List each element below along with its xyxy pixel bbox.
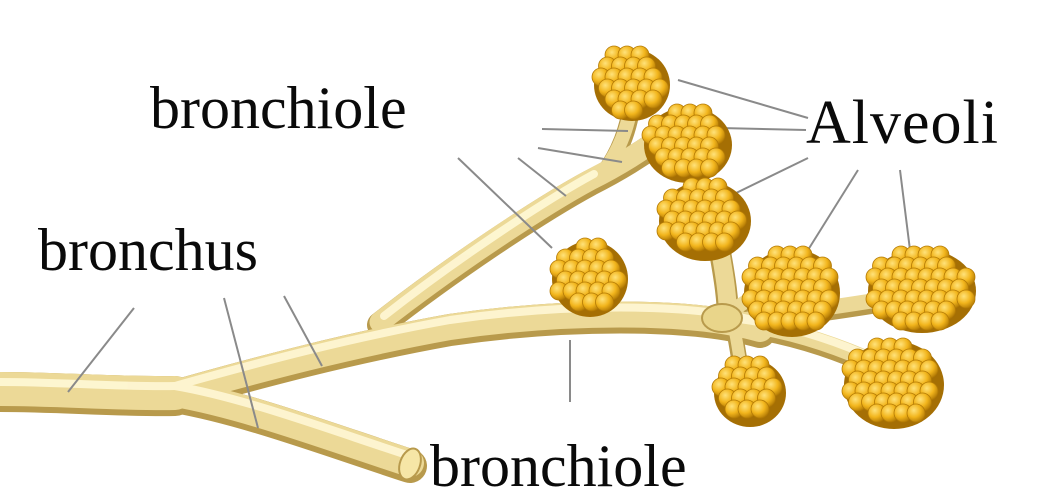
alveoli-cluster-bottom-center [712, 356, 786, 427]
bronchiole-label-top: bronchiole [150, 78, 407, 138]
alveolus-sac [644, 90, 662, 108]
alveoli-cluster-top [592, 46, 670, 121]
junction-bulge [702, 304, 742, 332]
alveoli-cluster-far-right [866, 246, 976, 333]
alveoli-cluster-upper [642, 104, 732, 183]
alveoli-cluster-middle [657, 178, 751, 261]
alveolus-sac [807, 312, 825, 330]
alveoli-cluster-center-right [742, 246, 840, 337]
alveoli-label: Alveoli [806, 92, 999, 154]
alveolus-sac [716, 233, 734, 251]
alveolus-sac [596, 293, 614, 311]
bronchus-label: bronchus [38, 220, 258, 280]
alveolus-sac [957, 290, 975, 308]
alveoli-cluster-bottom-right [842, 338, 944, 429]
alveolus-sac [625, 101, 643, 119]
alveolus-sac [907, 404, 925, 422]
alveolus-sac [751, 400, 769, 418]
alveolus-sac [701, 159, 719, 177]
alveolus-sac [931, 312, 949, 330]
bronchiole-label-bottom: bronchiole [430, 436, 687, 496]
